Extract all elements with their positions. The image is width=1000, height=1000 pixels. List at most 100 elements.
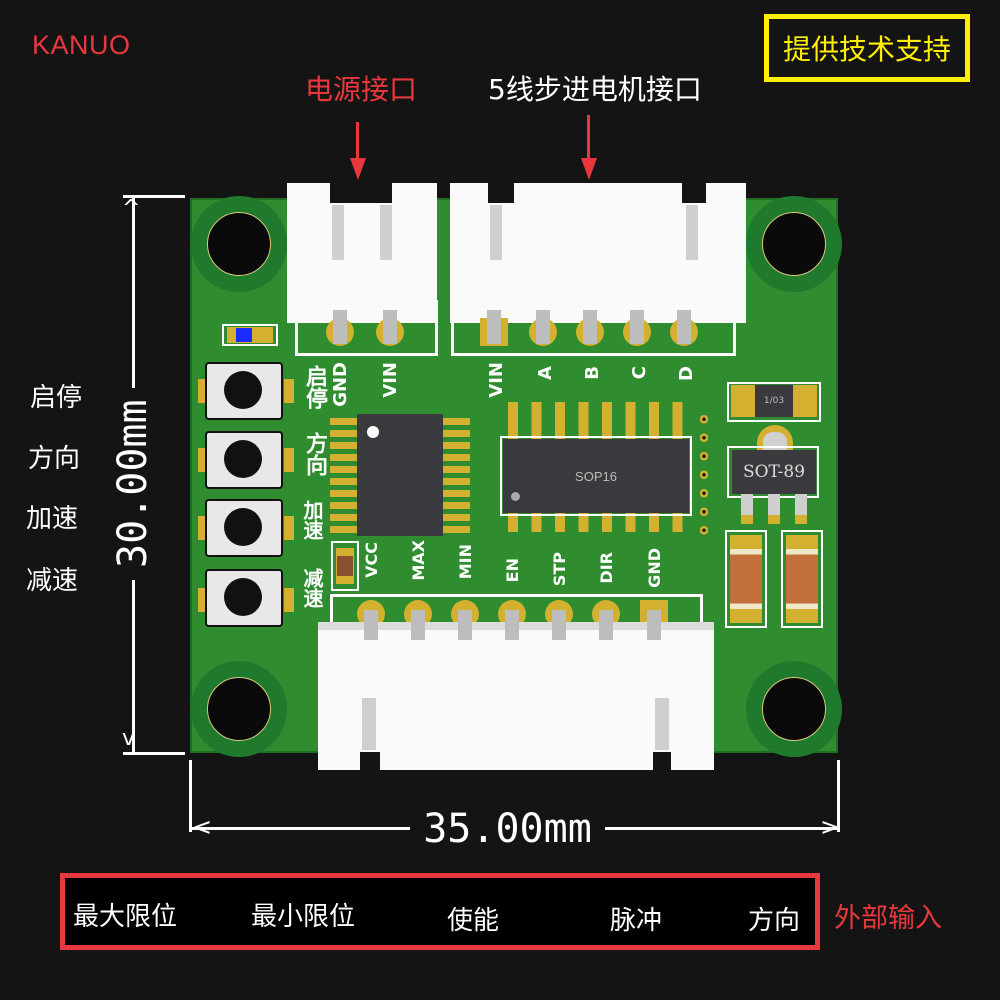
pin — [487, 310, 501, 344]
dim-tick-bottom — [123, 752, 185, 755]
connector-notch — [653, 752, 671, 770]
led-outline — [222, 324, 278, 346]
driver-chip: SOP16 — [503, 439, 689, 513]
button-pad — [198, 588, 208, 612]
pin-label-min: MIN — [456, 544, 475, 580]
regulator-lead — [741, 494, 753, 524]
button-cap-icon — [224, 371, 262, 409]
pin-label-dir: DIR — [597, 552, 616, 584]
connector-notch — [330, 183, 392, 203]
side-label-accelerate: 加速 — [26, 504, 79, 534]
button-cap-icon — [224, 508, 262, 546]
pin — [599, 610, 613, 640]
height-dimension: 30.00mm — [110, 399, 156, 569]
power-interface-callout: 电源接口 — [305, 73, 418, 106]
pin-label-stp: STP — [550, 552, 569, 587]
button-pad — [284, 588, 294, 612]
arrow-up-icon: ^ — [122, 196, 141, 221]
pin-label-c: C — [629, 366, 650, 380]
pin-label-vin: VIN — [486, 362, 507, 398]
button-pad — [198, 379, 208, 403]
input-label-direction: 方向 — [748, 906, 801, 936]
connector-notch — [488, 183, 514, 203]
input-label-pulse: 脉冲 — [610, 906, 663, 936]
pin-label-vin: VIN — [380, 362, 401, 398]
io-connector[interactable] — [318, 626, 714, 770]
input-label-enable: 使能 — [447, 906, 500, 936]
driver-outline — [500, 436, 692, 516]
tantalum-cap-outline — [725, 530, 767, 628]
silk-label-accelerate: 加速 — [300, 500, 324, 540]
mount-hole — [762, 677, 826, 741]
resistor-outline — [727, 382, 821, 422]
pin-label-a: A — [535, 366, 556, 380]
pin1-dot-icon — [511, 492, 520, 501]
connector-slot — [655, 698, 669, 750]
power-arrow-line — [356, 122, 359, 160]
pin — [677, 310, 691, 344]
pin-label-en: EN — [503, 558, 522, 583]
pin — [536, 310, 550, 344]
connector-slot — [686, 205, 698, 260]
connector-notch — [682, 183, 706, 203]
dim-tick-top — [123, 195, 185, 198]
mount-hole — [762, 212, 826, 276]
dim-line-vertical-top — [132, 198, 135, 388]
pin-label-max: MAX — [409, 540, 428, 581]
brand-label: KANUO — [32, 30, 131, 60]
connector-slot — [380, 205, 392, 260]
resistor-label: 1/03 — [763, 396, 785, 406]
connector-notch — [360, 752, 380, 770]
button-pad — [284, 516, 294, 540]
via-column — [700, 410, 708, 542]
regulator-lead — [768, 494, 780, 524]
pin — [583, 310, 597, 344]
silk-label-decelerate: 减速 — [300, 568, 324, 608]
tantalum-capacitor — [730, 535, 762, 623]
tech-support-badge[interactable]: 提供技术支持 — [764, 14, 970, 82]
pin — [364, 610, 378, 640]
button-pad — [284, 448, 294, 472]
dim-tick-right — [837, 760, 840, 832]
motor-interface-callout: 5线步进电机接口 — [488, 73, 702, 106]
pin-label-vcc: VCC — [362, 542, 381, 578]
input-label-min-limit: 最小限位 — [251, 902, 356, 932]
tantalum-cap-outline — [781, 530, 823, 628]
pin-label-b: B — [582, 366, 603, 380]
regulator-chip: SOT-89 — [732, 450, 816, 494]
input-label-max-limit: 最大限位 — [73, 902, 178, 932]
mount-hole — [207, 212, 271, 276]
connector-slot — [362, 698, 376, 750]
side-label-direction: 方向 — [28, 444, 81, 474]
pin1-dot-icon — [367, 426, 379, 438]
pin-label-gnd: GND — [330, 362, 351, 407]
pin — [552, 610, 566, 640]
arrow-down-icon — [581, 158, 597, 180]
capacitor-outline — [331, 541, 359, 591]
pin — [630, 310, 644, 344]
external-input-callout: 外部输入 — [834, 903, 942, 934]
led-indicator — [236, 328, 252, 342]
motor-arrow-line — [587, 115, 590, 160]
silk-label-direction: 方向 — [302, 432, 327, 476]
silk-label-start-stop: 启停 — [302, 365, 327, 409]
dim-tick-left — [189, 760, 192, 832]
arrow-right-icon: > — [820, 813, 841, 841]
pin — [505, 610, 519, 640]
dim-line-horizontal-right — [605, 827, 837, 830]
arrow-down-icon — [350, 158, 366, 180]
pin — [411, 610, 425, 640]
external-input-box: 最大限位 最小限位 使能 脉冲 方向 — [60, 873, 820, 950]
pin — [458, 610, 472, 640]
arrow-left-icon: < — [192, 813, 213, 841]
pin — [333, 310, 347, 344]
button-cap-icon — [224, 440, 262, 478]
button-cap-icon — [224, 578, 262, 616]
driver-chip-label: SOP16 — [575, 468, 617, 484]
dim-line-horizontal-left — [192, 827, 410, 830]
regulator-lead — [795, 494, 807, 524]
dim-line-vertical-bottom — [132, 580, 135, 752]
width-dimension: 35.00mm — [423, 806, 592, 852]
power-connector[interactable] — [287, 183, 437, 323]
regulator-label: SOT-89 — [742, 462, 806, 482]
